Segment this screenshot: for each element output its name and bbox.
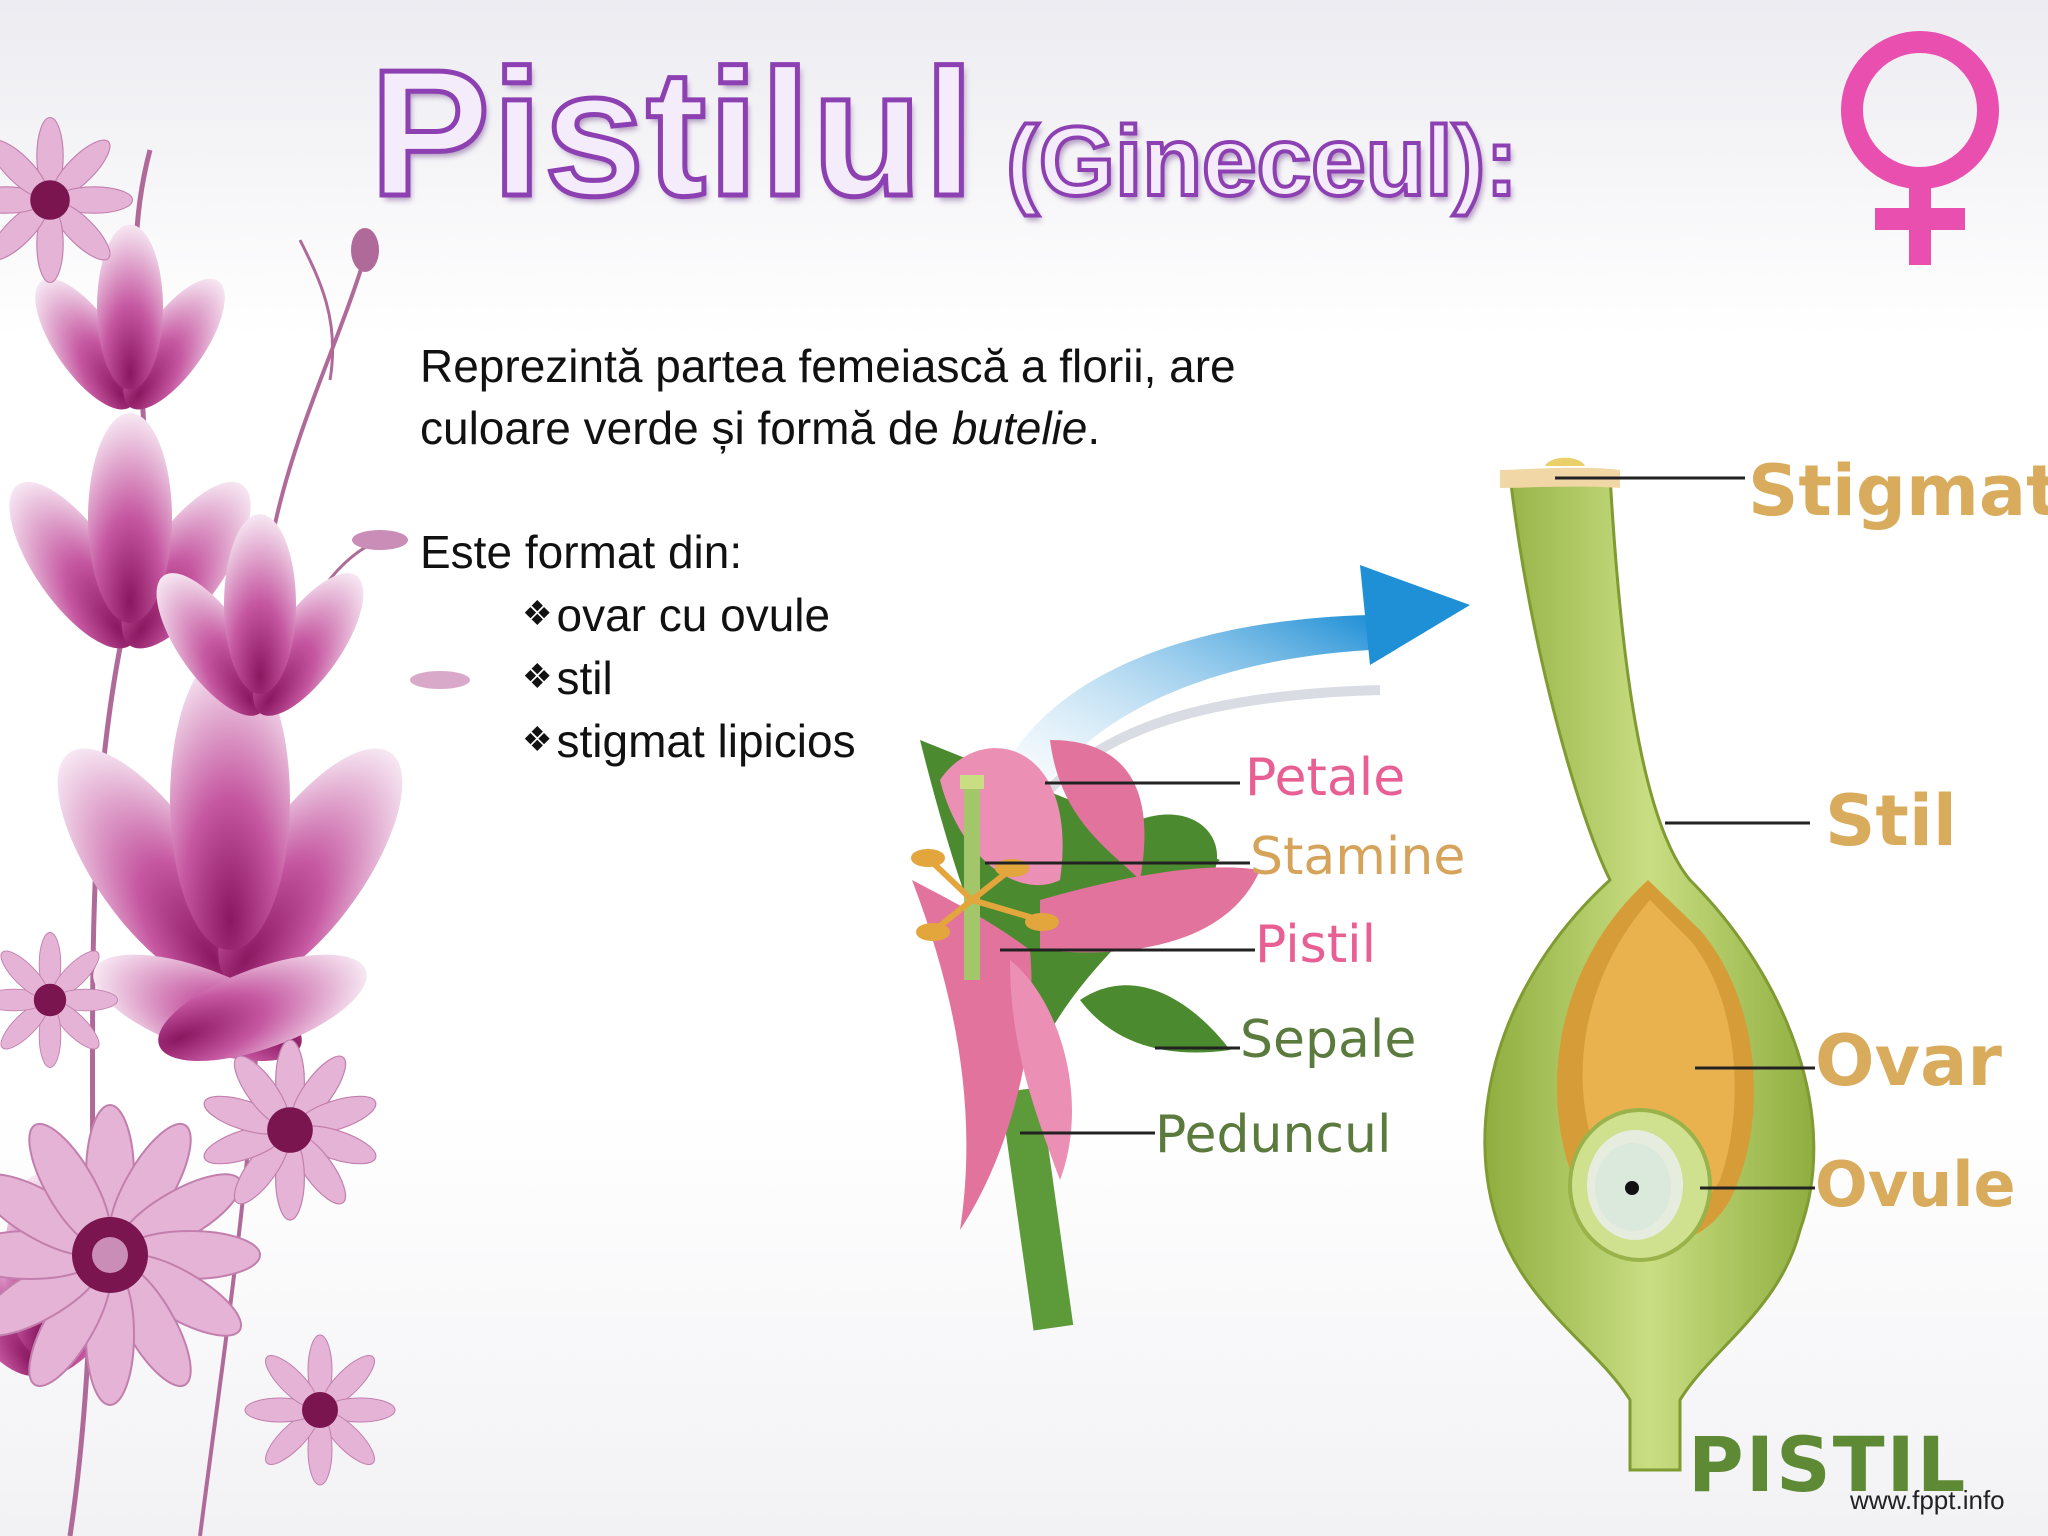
description-line-2: culoare verde și formă de butelie. [420,397,1420,459]
label-ovar: Ovar [1815,1020,2002,1102]
title-main: Pistilul [367,31,977,237]
list-item: ❖stil [522,646,1420,709]
label-peduncul: Peduncul [1155,1105,1392,1165]
list-item-text: stigmat lipicios [556,715,856,767]
label-ovule: Ovule [1815,1148,2016,1221]
website-credit: www.fppt.info [1850,1485,2005,1515]
floral-decoration [0,116,470,1536]
female-symbol-icon [1841,31,1999,265]
description-line-2-suffix: . [1087,402,1101,454]
list-item-text: stil [556,652,613,704]
lily-flower-illustration [911,740,1260,1331]
bullet-icon: ❖ [522,721,553,759]
bullet-icon: ❖ [522,658,553,696]
list-item-text: ovar cu ovule [556,589,831,641]
description-emphasis: butelie [951,402,1088,454]
parts-list: ❖ovar cu ovule ❖stil ❖stigmat lipicios [420,583,1420,772]
slide-title: Pistilul(Gineceul): [367,30,1520,237]
description-intro: Este format din: [420,526,743,578]
label-pistil: Pistil [1255,915,1377,975]
label-sepale: Sepale [1240,1010,1417,1070]
pistil-caption: PISTIL [1688,1420,1968,1509]
description-line-1: Reprezintă partea femeiască a florii, ar… [420,340,1236,392]
bullet-icon: ❖ [522,595,553,633]
description-line-2-prefix: culoare verde și formă de [420,402,952,454]
spacer [420,459,1420,521]
list-item: ❖ovar cu ovule [522,583,1420,646]
pistil-leader-lines [1555,476,1815,1190]
title-sub: (Gineceul): [1004,104,1520,218]
pistil-cross-section [1483,457,1816,1472]
description-text: Reprezintă partea femeiască a florii, ar… [420,335,1420,772]
label-stamine: Stamine [1250,827,1466,887]
flower-leader-lines [985,781,1255,1135]
label-stigmat: Stigmat [1748,450,2048,532]
label-stil: Stil [1825,780,1957,862]
list-item: ❖stigmat lipicios [522,709,1420,772]
label-petale: Petale [1245,748,1406,808]
